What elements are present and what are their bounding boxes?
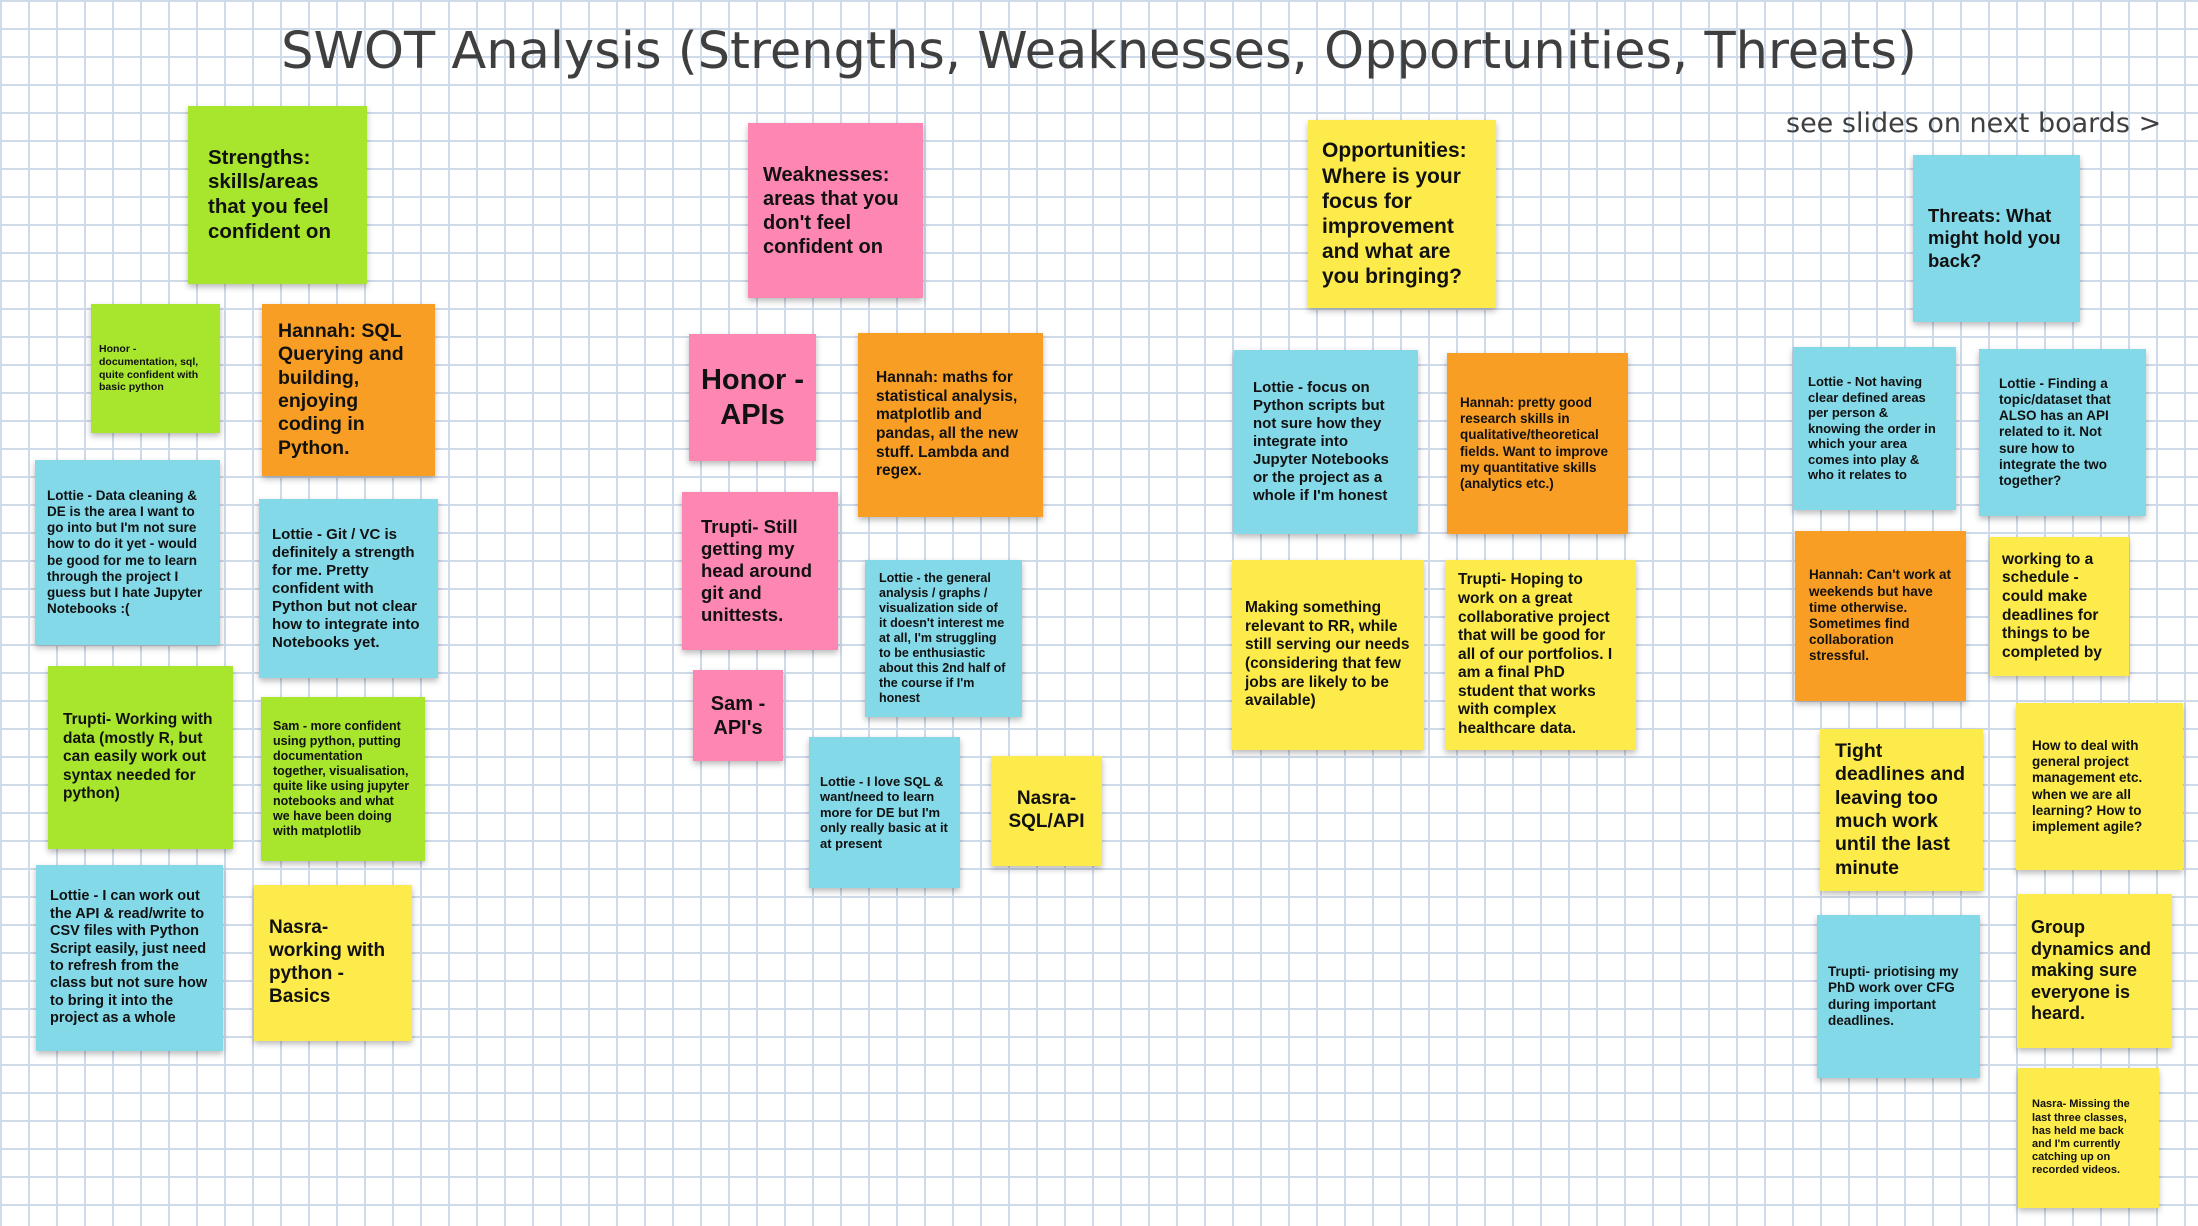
sticky-threats-trupti[interactable]: Trupti- priotising my PhD work over CFG … [1817, 915, 1980, 1078]
sticky-text: Honor - documentation, sql, quite confid… [99, 343, 199, 394]
sticky-strengths-nasra[interactable]: Nasra- working with python - Basics [254, 885, 412, 1041]
sticky-threats-lottie-roles[interactable]: Lottie - Not having clear defined areas … [1793, 347, 1956, 510]
sticky-text: Lottie - I love SQL & want/need to learn… [820, 773, 948, 851]
sticky-strengths-honor[interactable]: Honor - documentation, sql, quite confid… [91, 304, 220, 433]
sticky-text: Lottie - focus on Python scripts but not… [1253, 379, 1389, 504]
sticky-weaknesses-trupti[interactable]: Trupti- Still getting my head around git… [682, 492, 838, 650]
sticky-text: Sam - more confident using python, putti… [273, 719, 410, 838]
sticky-text: Threats: What might hold you back? [1928, 205, 2061, 271]
sticky-text: Nasra- SQL/API [1008, 788, 1085, 832]
sticky-text: Hannah: SQL Querying and building, enjoy… [278, 319, 404, 459]
sticky-text: Hannah: pretty good research skills in q… [1460, 394, 1609, 491]
sticky-strengths-lottie-data-cleaning[interactable]: Lottie - Data cleaning & DE is the area … [35, 460, 220, 645]
sticky-threats-schedule[interactable]: working to a schedule - could make deadl… [1990, 537, 2129, 676]
sticky-text: Lottie - the general analysis / graphs /… [879, 571, 1006, 705]
sticky-text: Sam - API's [710, 692, 766, 739]
sticky-opportunities-lottie[interactable]: Lottie - focus on Python scripts but not… [1234, 350, 1418, 534]
sticky-opportunities-hannah[interactable]: Hannah: pretty good research skills in q… [1447, 353, 1628, 534]
sticky-text: Trupti- Working with data (mostly R, but… [63, 711, 213, 803]
sticky-text: Making something relevant to RR, while s… [1245, 599, 1410, 710]
sticky-text: Lottie - Not having clear defined areas … [1808, 373, 1936, 483]
sticky-text: Trupti- priotising my PhD work over CFG … [1828, 964, 1959, 1028]
sticky-text: Weaknesses: areas that you don't feel co… [763, 163, 899, 258]
sticky-threats-hannah[interactable]: Hannah: Can't work at weekends but have … [1795, 531, 1966, 701]
sticky-strengths-trupti[interactable]: Trupti- Working with data (mostly R, but… [48, 666, 233, 849]
sticky-opportunities-header[interactable]: Opportunities: Where is your focus for i… [1308, 120, 1496, 308]
sticky-threats-pm[interactable]: How to deal with general project managem… [2016, 703, 2183, 870]
sticky-text: Nasra- Missing the last three classes, h… [2032, 1098, 2130, 1177]
sticky-text: Opportunities: Where is your focus for i… [1322, 139, 1467, 289]
sticky-text: Strengths: skills/areas that you feel co… [208, 145, 331, 243]
sticky-text: Lottie - I can work out the API & read/w… [50, 888, 208, 1027]
sticky-weaknesses-lottie-sql[interactable]: Lottie - I love SQL & want/need to learn… [809, 737, 960, 888]
sticky-text: Lottie - Git / VC is definitely a streng… [272, 525, 420, 651]
sticky-weaknesses-nasra[interactable]: Nasra- SQL/API [991, 756, 1102, 866]
sticky-text: Lottie - Data cleaning & DE is the area … [47, 487, 203, 617]
sticky-strengths-lottie-git[interactable]: Lottie - Git / VC is definitely a streng… [259, 499, 438, 678]
sticky-text: Tight deadlines and leaving too much wor… [1835, 739, 1966, 879]
board-title: SWOT Analysis (Strengths, Weaknesses, Op… [281, 22, 1917, 81]
sticky-text: Hannah: Can't work at weekends but have … [1809, 567, 1951, 664]
sticky-threats-nasra[interactable]: Nasra- Missing the last three classes, h… [2018, 1068, 2159, 1208]
sticky-threats-lottie-topic[interactable]: Lottie - Finding a topic/dataset that AL… [1979, 349, 2146, 516]
sticky-weaknesses-hannah[interactable]: Hannah: maths for statistical analysis, … [858, 333, 1043, 517]
sticky-text: Trupti- Still getting my head around git… [701, 515, 813, 626]
sticky-weaknesses-honor[interactable]: Honor - APIs [689, 334, 816, 461]
sticky-text: Nasra- working with python - Basics [269, 917, 386, 1007]
sticky-opportunities-trupti[interactable]: Trupti- Hoping to work on a great collab… [1445, 560, 1636, 750]
sticky-threats-tight[interactable]: Tight deadlines and leaving too much wor… [1820, 729, 1983, 891]
sticky-weaknesses-sam[interactable]: Sam - API's [693, 670, 783, 761]
sticky-weaknesses-header[interactable]: Weaknesses: areas that you don't feel co… [748, 123, 923, 298]
sticky-threats-group[interactable]: Group dynamics and making sure everyone … [2017, 894, 2172, 1048]
next-boards-link[interactable]: see slides on next boards > [1786, 108, 2162, 139]
sticky-text: Trupti- Hoping to work on a great collab… [1458, 571, 1613, 738]
sticky-opportunities-making[interactable]: Making something relevant to RR, while s… [1232, 560, 1424, 750]
sticky-text: working to a schedule - could make deadl… [2002, 550, 2102, 661]
sticky-text: Honor - APIs [700, 363, 805, 431]
sticky-weaknesses-lottie-general[interactable]: Lottie - the general analysis / graphs /… [865, 560, 1022, 717]
sticky-strengths-lottie-api[interactable]: Lottie - I can work out the API & read/w… [36, 865, 223, 1051]
sticky-strengths-sam[interactable]: Sam - more confident using python, putti… [261, 697, 425, 861]
sticky-strengths-hannah[interactable]: Hannah: SQL Querying and building, enjoy… [262, 304, 435, 476]
sticky-threats-header[interactable]: Threats: What might hold you back? [1913, 155, 2080, 322]
sticky-text: How to deal with general project managem… [2032, 737, 2143, 834]
sticky-strengths-header[interactable]: Strengths: skills/areas that you feel co… [188, 106, 367, 284]
sticky-text: Lottie - Finding a topic/dataset that AL… [1999, 375, 2111, 488]
sticky-text: Group dynamics and making sure everyone … [2031, 917, 2152, 1024]
sticky-text: Hannah: maths for statistical analysis, … [876, 369, 1019, 480]
